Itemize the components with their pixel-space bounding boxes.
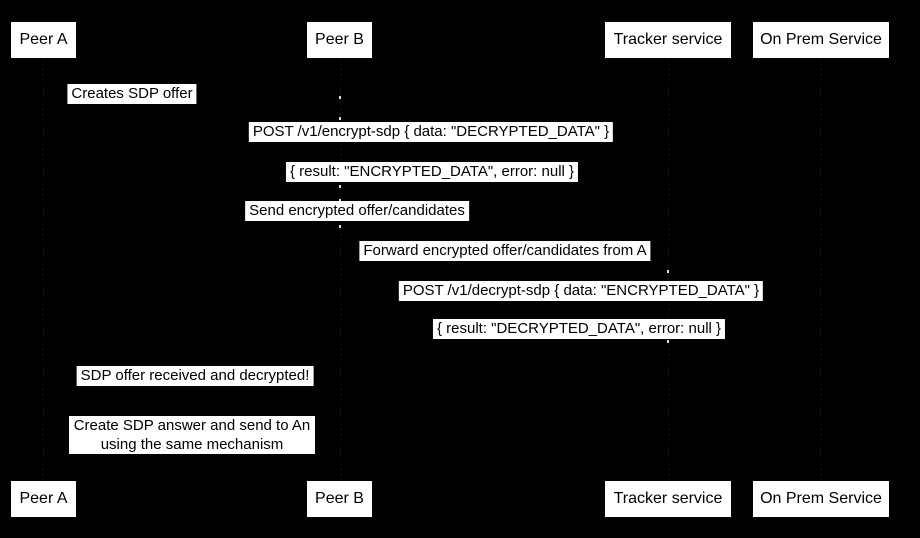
message-encrypt-result: { result: "ENCRYPTED_DATA", error: null … (285, 162, 579, 182)
lifeline-on-prem-service (820, 58, 821, 481)
actor-bottom-peer-b: Peer B (307, 481, 372, 517)
message-forward-encrypted-offer: Forward encrypted offer/candidates from … (359, 241, 651, 261)
lifeline-dash (339, 96, 341, 99)
lifeline-dash (667, 340, 669, 343)
message-post-decrypt-sdp: POST /v1/decrypt-sdp { data: "ENCRYPTED_… (398, 281, 764, 301)
actor-bottom-on-prem-service: On Prem Service (753, 481, 889, 517)
message-send-encrypted-offer: Send encrypted offer/candidates (245, 201, 469, 221)
message-creates-sdp-offer: Creates SDP offer (67, 84, 197, 104)
lifeline-tracker-service (668, 58, 669, 481)
message-post-encrypt-sdp: POST /v1/encrypt-sdp { data: "DECRYPTED_… (248, 122, 614, 142)
note-line-1: Create SDP answer and send to An (73, 417, 311, 434)
lifeline-dash (339, 117, 341, 120)
actor-top-on-prem-service: On Prem Service (753, 22, 889, 58)
note-line-2: using the same mechanism (100, 436, 284, 453)
lifeline-peer-b (340, 58, 341, 481)
lifeline-dash (339, 199, 341, 202)
actor-bottom-tracker-service: Tracker service (605, 481, 731, 517)
actor-top-peer-a: Peer A (11, 22, 76, 58)
lifeline-dash (339, 185, 341, 188)
note-create-sdp-answer: Create SDP answer and send to An using t… (69, 416, 315, 454)
lifeline-peer-a (43, 58, 44, 481)
lifeline-dash (339, 225, 341, 228)
message-decrypt-result: { result: "DECRYPTED_DATA", error: null … (432, 319, 726, 339)
lifeline-dash (667, 270, 669, 273)
message-sdp-offer-received: SDP offer received and decrypted! (76, 366, 314, 386)
actor-top-tracker-service: Tracker service (605, 22, 731, 58)
actor-bottom-peer-a: Peer A (11, 481, 76, 517)
actor-top-peer-b: Peer B (307, 22, 372, 58)
